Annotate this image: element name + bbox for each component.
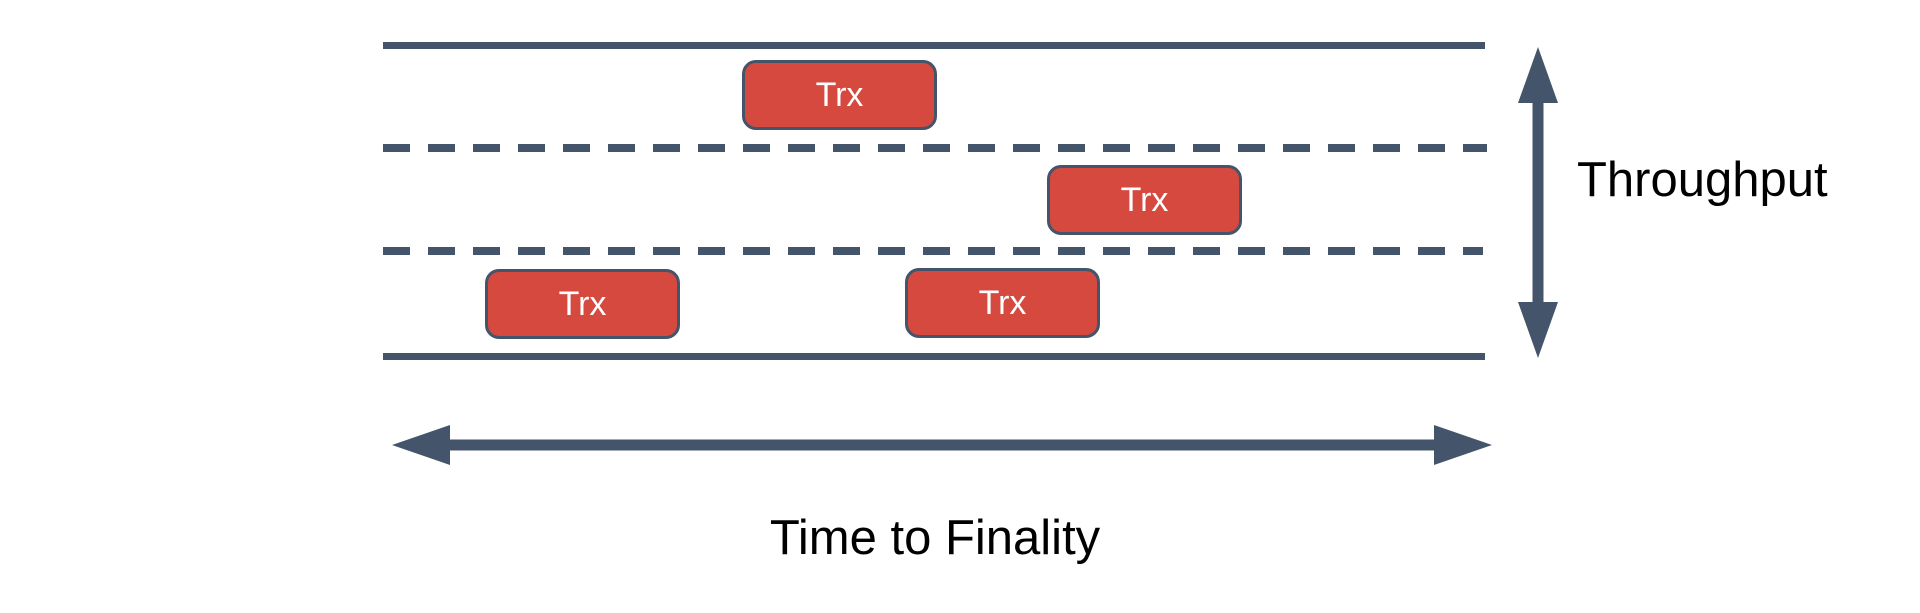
throughput-label: Throughput <box>1577 153 1828 207</box>
transaction-label: Trx <box>815 76 864 114</box>
arrowhead-up-icon <box>1518 47 1558 103</box>
time-to-finality-label: Time to Finality <box>769 511 1101 565</box>
arrowhead-left-icon <box>392 425 450 465</box>
transaction-label: Trx <box>978 284 1027 322</box>
arrow-shaft <box>444 439 1440 451</box>
lane-boundary-top-line <box>383 42 1485 49</box>
arrow-shaft <box>1532 97 1544 308</box>
lane-divider-dashed-1 <box>383 144 1487 152</box>
transaction-label: Trx <box>558 285 607 323</box>
arrowhead-right-icon <box>1434 425 1492 465</box>
transaction-box-middle-lane: Trx <box>1047 165 1242 235</box>
time-to-finality-double-arrow-icon <box>392 425 1492 465</box>
transaction-label: Trx <box>1120 181 1169 219</box>
lane-boundary-bottom-line <box>383 353 1485 360</box>
throughput-double-arrow-icon <box>1518 47 1558 358</box>
arrowhead-down-icon <box>1518 302 1558 358</box>
transaction-box-bottom-lane-left: Trx <box>485 269 680 339</box>
lane-divider-dashed-2 <box>383 247 1483 255</box>
transaction-box-bottom-lane-right: Trx <box>905 268 1100 338</box>
transaction-box-top-lane: Trx <box>742 60 937 130</box>
